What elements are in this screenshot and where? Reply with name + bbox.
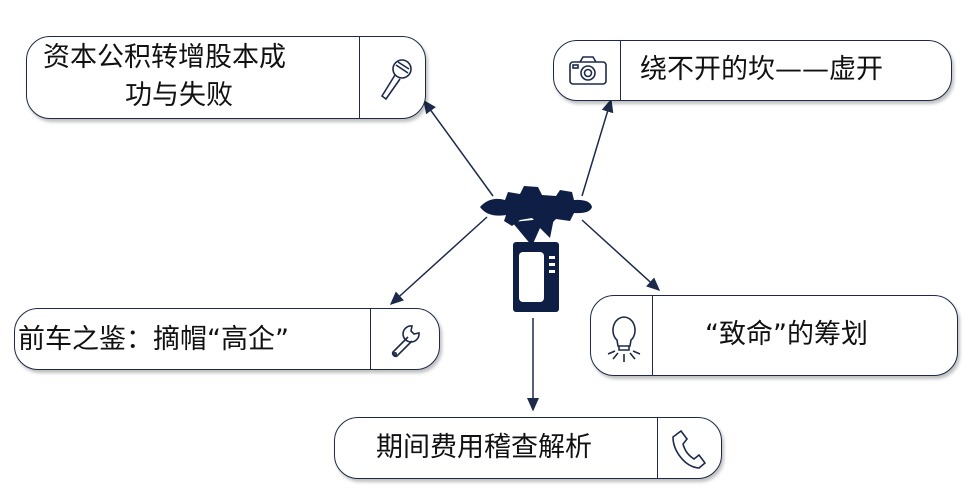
arrow-to-mid-left (389, 216, 488, 306)
arrow-to-top-right (581, 98, 614, 197)
node-mid-left-label: 前车之鉴：摘帽“高企” (18, 324, 289, 355)
node-top-right-divider (620, 41, 621, 100)
telephone-icon (672, 429, 707, 469)
tv-antenna-icon (480, 186, 592, 312)
wrench-icon (391, 325, 420, 358)
node-bottom-divider (657, 418, 658, 478)
node-top-left-divider (359, 37, 360, 118)
node-top-left-label-line1: 资本公积转增股本成 (43, 42, 286, 73)
arrow-to-top-left (423, 99, 494, 197)
node-bottom: 期间费用稽查解析 (334, 417, 722, 479)
node-mid-left: 前车之鉴：摘帽“高企” (14, 308, 440, 370)
node-mid-right-label: “致命”的筹划 (705, 319, 868, 350)
node-mid-right-divider (652, 296, 653, 375)
node-mid-left-divider (370, 309, 371, 369)
arrow-to-mid-right (581, 219, 661, 292)
camera-icon (569, 56, 607, 85)
node-top-left-label-line2: 功与失败 (125, 80, 233, 111)
node-bottom-label: 期间费用稽查解析 (376, 432, 592, 463)
node-top-right-label: 绕不开的坎——虚开 (640, 54, 883, 85)
lightbulb-icon (607, 316, 641, 362)
node-mid-right: “致命”的筹划 (590, 295, 958, 376)
node-top-right: 绕不开的坎——虚开 (553, 40, 952, 101)
node-top-left: 资本公积转增股本成 功与失败 (26, 36, 426, 119)
microphone-icon (380, 59, 412, 101)
